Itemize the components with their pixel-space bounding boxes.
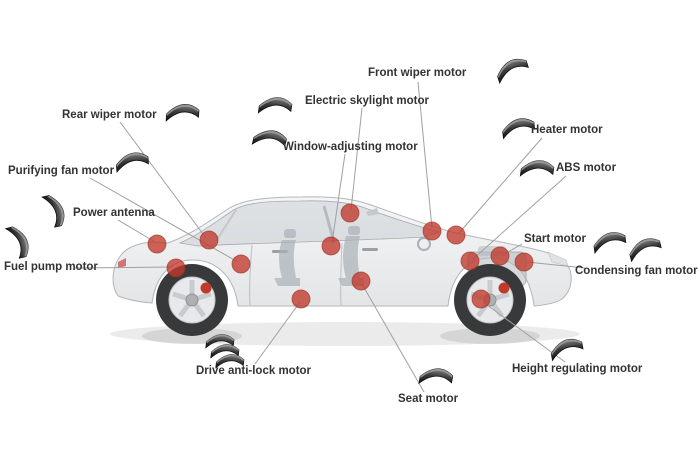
motor-dot-purifying-fan (231, 254, 251, 274)
label-heater-motor: Heater motor (531, 124, 603, 136)
magnet-icon (591, 230, 628, 254)
magnet-icon (257, 94, 294, 118)
b-pillar (322, 205, 336, 243)
motor-dot-height-regulating (471, 289, 491, 309)
magnet-icon (418, 365, 455, 390)
motor-dot-front-wiper (422, 221, 442, 241)
magnet-icon (41, 192, 67, 229)
motor-location-dots (147, 203, 534, 309)
label-electric-skylight-motor: Electric skylight motor (305, 95, 429, 107)
front-brake-caliper (498, 282, 510, 294)
leader-line-fuel-pump (74, 266, 174, 269)
steering-wheel (417, 237, 431, 251)
motor-dot-heater (446, 225, 466, 245)
door-seam-rear (249, 244, 253, 306)
motor-dot-condensing-fan (514, 252, 534, 272)
motor-dot-start (490, 246, 510, 266)
leader-line-condensing-fan (526, 261, 586, 269)
label-front-wiper-motor: Front wiper motor (368, 67, 467, 79)
rear-wheel (156, 264, 228, 336)
door-handle-front (362, 248, 378, 251)
c-pillar (215, 209, 237, 242)
magnet-icon (5, 223, 32, 261)
side-mirror (366, 208, 379, 216)
motor-dot-power-antenna (147, 234, 167, 254)
label-condensing-fan-motor: Condensing fan motor (575, 265, 698, 277)
leader-line-drive-anti-lock (254, 301, 301, 365)
car-body-group (112, 196, 572, 307)
leader-line-heater (458, 137, 543, 234)
magnet-icon (626, 235, 664, 262)
label-drive-anti-lock-motor: Drive anti-lock motor (196, 365, 312, 377)
motor-dot-drive-anti-lock (291, 289, 311, 309)
motor-dot-abs (460, 251, 480, 271)
label-power-antenna: Power antenna (73, 207, 155, 219)
magnet-icon (115, 151, 150, 173)
leader-line-seat (361, 283, 425, 393)
leader-line-electric-skylight (350, 107, 363, 211)
magnet-icon (548, 336, 585, 361)
leader-line-rear-wiper (119, 121, 207, 239)
label-start-motor: Start motor (524, 233, 586, 245)
label-seat-motor: Seat motor (398, 393, 459, 405)
magnet-icon (519, 157, 556, 181)
rear-brake-caliper (200, 282, 212, 294)
taillight (118, 258, 126, 268)
motor-dot-seat (351, 271, 371, 291)
door-seam-front (340, 242, 343, 306)
magnet-icon (493, 55, 531, 84)
leader-line-front-wiper (417, 81, 433, 229)
leader-line-height-regulating (482, 301, 566, 363)
motor-dot-fuel-pump (166, 258, 186, 278)
leader-line-window-adjusting (331, 153, 346, 244)
label-rear-wiper-motor: Rear wiper motor (62, 109, 157, 121)
label-window-adjusting-motor: Window-adjusting motor (283, 141, 418, 153)
leader-line-power-antenna (117, 219, 156, 243)
motor-dot-window-adjusting (321, 236, 341, 256)
leader-line-abs (472, 175, 567, 260)
motor-dot-electric-skylight (340, 203, 360, 223)
motor-dot-rear-wiper (199, 230, 219, 250)
label-height-regulating-motor: Height regulating motor (512, 363, 643, 375)
label-abs-motor: ABS motor (556, 162, 617, 174)
label-purifying-fan-motor: Purifying fan motor (8, 165, 115, 177)
label-fuel-pump-motor: Fuel pump motor (4, 261, 98, 273)
magnet-icon (165, 102, 200, 124)
